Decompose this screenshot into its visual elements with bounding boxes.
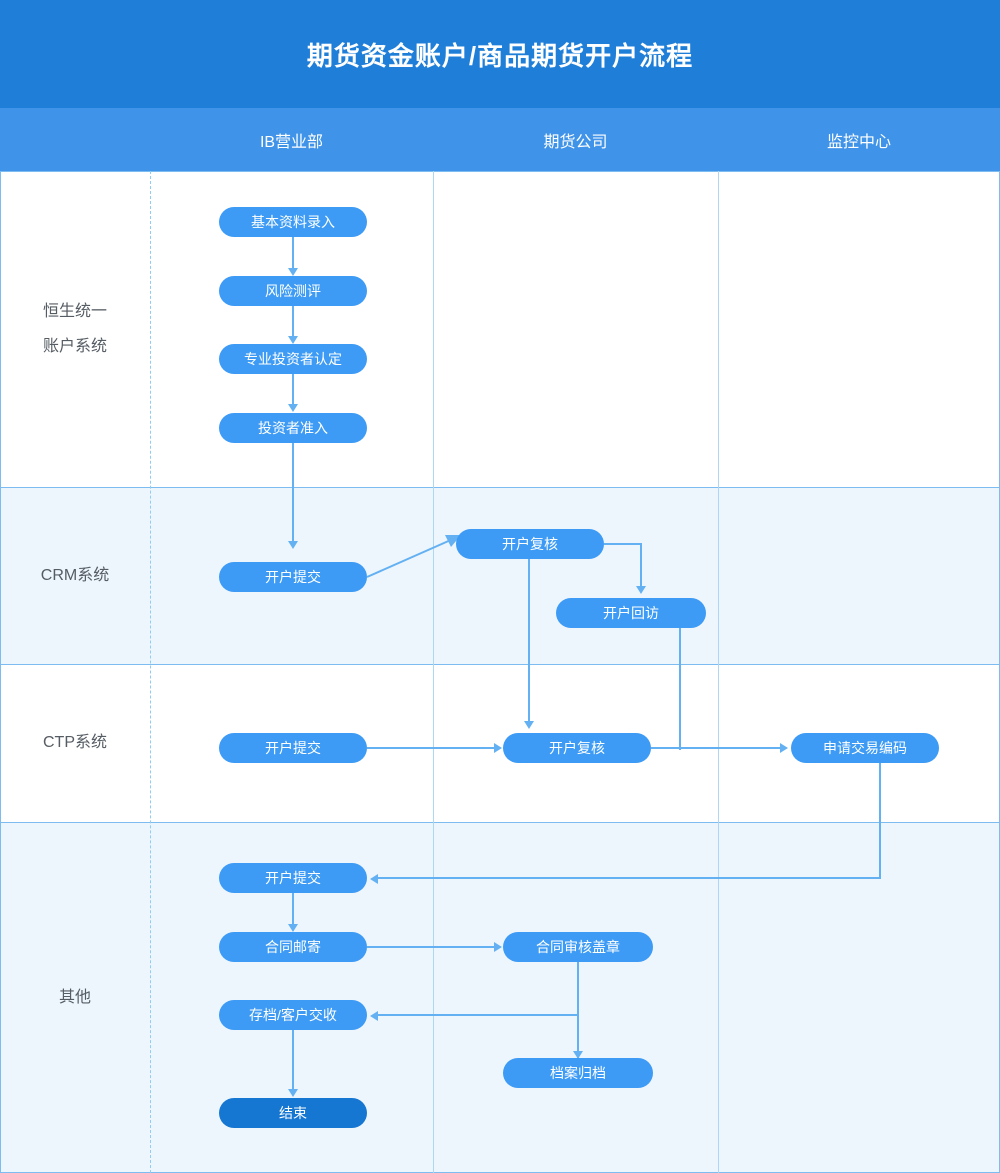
- arrowhead-hs2-hs3: [288, 336, 298, 344]
- row-label-hs-line2: 账户系统: [42, 338, 107, 355]
- node-crm-account-callback[interactable]: 开户回访: [556, 598, 706, 628]
- lane-separator-monitor: [718, 171, 719, 1173]
- row-label-ctp: CTP系统: [42, 734, 107, 752]
- connector-code-loop-down: [879, 763, 881, 879]
- lane-separator-futures: [433, 171, 434, 1173]
- node-risk-assessment[interactable]: 风险测评: [219, 276, 367, 306]
- connector-crm-submit-review: [366, 535, 461, 578]
- frame-left-border: [0, 171, 1, 1173]
- node-archive-customer-handover[interactable]: 存档/客户交收: [219, 1000, 367, 1030]
- arrowhead-archive-file: [573, 1051, 583, 1059]
- arrowhead-contract-seal: [494, 942, 502, 952]
- node-crm-account-submit[interactable]: 开户提交: [219, 562, 367, 592]
- arrowhead-hs4-crm-submit: [288, 541, 298, 549]
- connector-ctp-review-code: [651, 747, 781, 749]
- connector-hs1-hs2: [292, 237, 294, 269]
- connector-seal-to-archive-cust: [378, 1014, 578, 1016]
- title-band: [0, 0, 1000, 108]
- node-other-account-submit[interactable]: 开户提交: [219, 863, 367, 893]
- lane-header-band: [0, 108, 1000, 171]
- connector-archive-end: [292, 1030, 294, 1090]
- connector-hs3-hs4: [292, 374, 294, 405]
- arrowhead-archive-cust: [370, 1011, 378, 1021]
- node-contract-review-seal[interactable]: 合同审核盖章: [503, 932, 653, 962]
- connector-seal-down: [577, 962, 579, 1059]
- arrowhead-other-submit: [370, 874, 378, 884]
- connector-hs2-hs3: [292, 306, 294, 337]
- row-divider-top: [0, 171, 1000, 172]
- arrowhead-other-mail: [288, 924, 298, 932]
- node-ctp-account-review[interactable]: 开户复核: [503, 733, 651, 763]
- arrowhead-ctp-code: [780, 743, 788, 753]
- row-divider-2: [0, 664, 1000, 665]
- arrowhead-hs3-hs4: [288, 404, 298, 412]
- row-label-hs: 恒生统一 账户系统: [0, 171, 150, 487]
- node-professional-investor[interactable]: 专业投资者认定: [219, 344, 367, 374]
- row-label-other: 其他: [58, 988, 91, 1006]
- node-basic-info-entry[interactable]: 基本资料录入: [219, 207, 367, 237]
- row-bg-other: [0, 822, 1000, 1173]
- row-bg-crm: [0, 487, 1000, 664]
- row-divider-1: [0, 487, 1000, 488]
- arrowhead-crm-callback: [636, 586, 646, 594]
- connector-crm-review-to-ctp-review: [528, 559, 530, 722]
- connector-hs4-crm-submit: [292, 443, 294, 543]
- node-ctp-account-submit[interactable]: 开户提交: [219, 733, 367, 763]
- node-ctp-trade-code-request[interactable]: 申请交易编码: [791, 733, 939, 763]
- lane-header-monitor: 监控中心: [826, 133, 891, 151]
- lane-separator-dashed: [150, 171, 151, 1173]
- arrowhead-ctp-review: [494, 743, 502, 753]
- arrowhead-hs1-hs2: [288, 268, 298, 276]
- connector-other-submit-mail: [292, 893, 294, 925]
- arrowhead-end: [288, 1089, 298, 1097]
- row-bg-hs: [0, 171, 1000, 487]
- connector-mail-seal: [367, 946, 495, 948]
- row-label-crm: CRM系统: [40, 566, 110, 584]
- node-crm-account-review[interactable]: 开户复核: [456, 529, 604, 559]
- connector-ctp-submit-review: [367, 747, 495, 749]
- connector-code-loop-left: [378, 877, 881, 879]
- page-title: 期货资金账户/商品期货开户流程: [306, 40, 694, 71]
- node-file-archiving[interactable]: 档案归档: [503, 1058, 653, 1088]
- row-divider-3: [0, 822, 1000, 823]
- connector-crm-review-down: [640, 543, 642, 587]
- arrowhead-ctp-review-top: [524, 721, 534, 729]
- connector-crm-review-right: [604, 543, 642, 545]
- lane-header-ib: IB营业部: [259, 133, 324, 151]
- node-investor-access[interactable]: 投资者准入: [219, 413, 367, 443]
- row-label-hs-line1: 恒生统一: [42, 302, 107, 320]
- connector-crm-callback-down: [679, 628, 681, 750]
- lane-header-futures: 期货公司: [543, 133, 608, 151]
- node-end[interactable]: 结束: [219, 1098, 367, 1128]
- node-contract-mailing[interactable]: 合同邮寄: [219, 932, 367, 962]
